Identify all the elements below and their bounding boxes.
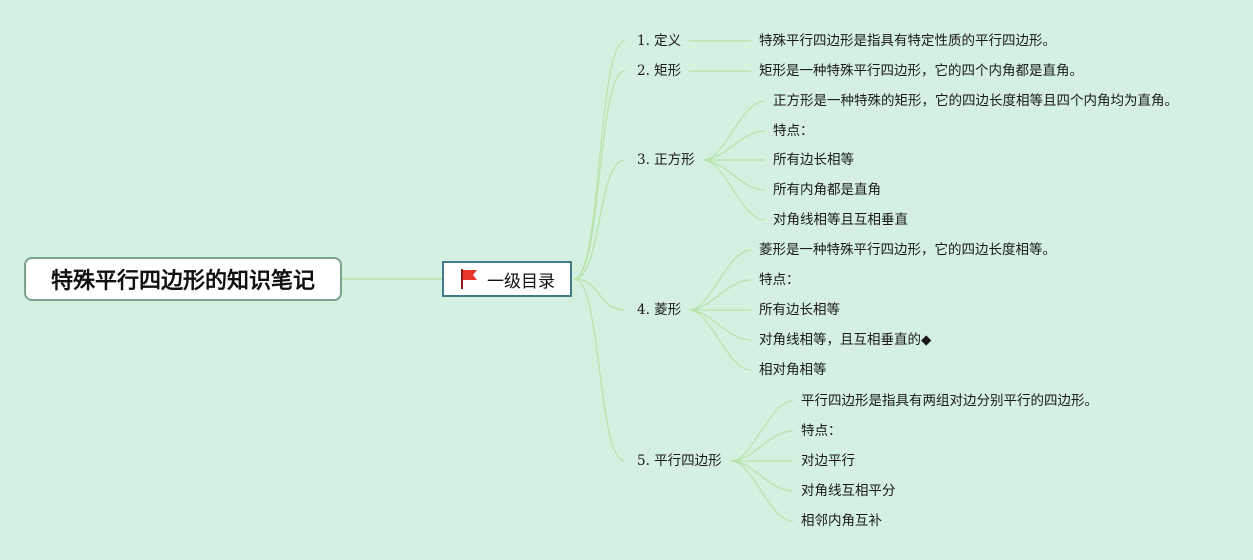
subtopic-5-1[interactable]: 平行四边形是指具有两组对边分别平行的四边形。 (801, 393, 1098, 409)
root-title: 特殊平行四边形的知识笔记 (50, 269, 315, 294)
subtopic-3-5[interactable]: 对角线相等且互相垂直 (773, 212, 908, 228)
subtopic-3-2[interactable]: 特点： (773, 123, 814, 139)
subtopic-4-5[interactable]: 相对角相等 (759, 362, 827, 378)
subtopic-4-2[interactable]: 特点： (759, 272, 800, 288)
subtopic-5-5[interactable]: 相邻内角互补 (801, 513, 882, 529)
subtopic-3-1[interactable]: 正方形是一种特殊的矩形，它的四边长度相等且四个内角均为直角。 (773, 93, 1178, 109)
branch-topic-2[interactable]: 2. 矩形 (637, 63, 682, 79)
branch-topic-4[interactable]: 4. 菱形 (637, 302, 682, 318)
subtopic-4-4[interactable]: 对角线相等，且互相垂直的◆ (759, 332, 932, 348)
level1-label: 一级目录 (487, 271, 555, 292)
subtopic-5-4[interactable]: 对角线互相平分 (801, 483, 896, 499)
subtopic-1-1[interactable]: 特殊平行四边形是指具有特定性质的平行四边形。 (759, 33, 1056, 49)
branch-topic-5[interactable]: 5. 平行四边形 (637, 453, 722, 469)
subtopic-2-1[interactable]: 矩形是一种特殊平行四边形，它的四个内角都是直角。 (759, 63, 1083, 79)
flag-icon (461, 269, 477, 289)
branch-topic-1[interactable]: 1. 定义 (637, 33, 682, 49)
subtopic-4-3[interactable]: 所有边长相等 (759, 302, 840, 318)
subtopic-3-4[interactable]: 所有内角都是直角 (773, 182, 881, 198)
subtopic-3-3[interactable]: 所有边长相等 (773, 152, 854, 168)
subtopic-5-3[interactable]: 对边平行 (801, 453, 855, 469)
branch-topic-3[interactable]: 3. 正方形 (637, 152, 695, 168)
subtopic-5-2[interactable]: 特点： (801, 423, 842, 439)
subtopic-4-1[interactable]: 菱形是一种特殊平行四边形，它的四边长度相等。 (759, 242, 1056, 258)
root-topic[interactable]: 特殊平行四边形的知识笔记 (24, 257, 342, 301)
level1-topic[interactable]: 一级目录 (442, 261, 572, 297)
